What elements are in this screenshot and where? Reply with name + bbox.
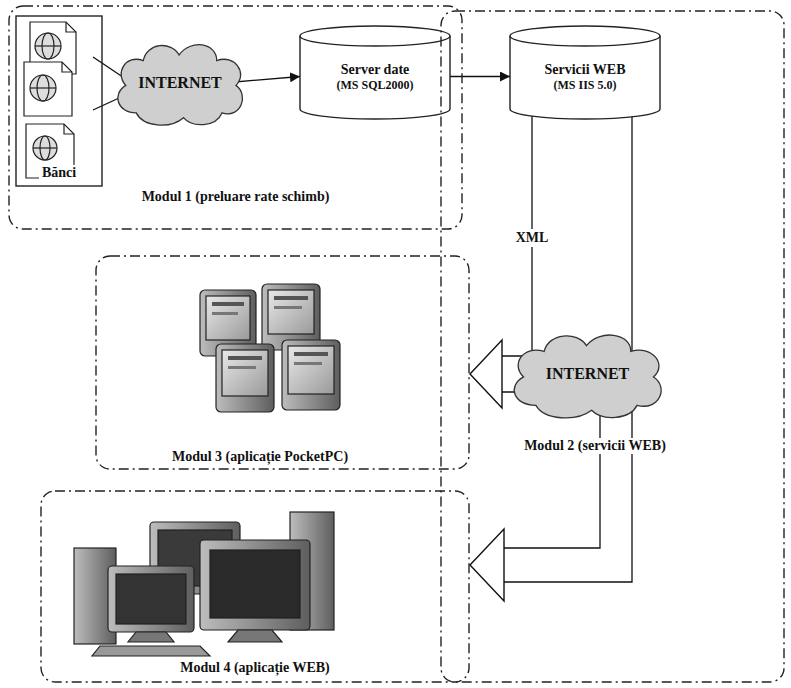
internet-cloud: INTERNET [505,325,670,423]
module-label: Modul 4 (aplicație WEB) [177,660,332,676]
hollow-arrow-head [470,340,502,408]
node-label: (MS IIS 5.0) [553,78,616,93]
connector [450,76,510,77]
frame-border [16,16,102,186]
cylinder-body [510,26,660,119]
pda-icon [282,340,340,410]
database-server: Server date(MS SQL2000) [300,25,450,120]
text-group: Servicii WEB(MS IIS 5.0) [510,45,660,110]
cylinder-rim [300,36,450,46]
web-page-icon [24,62,72,116]
cylinder-rim [510,36,660,46]
module-label: Bănci [39,165,79,181]
text-group: Modul 4 (aplicație WEB) [40,660,470,676]
cloud-shape [514,335,661,418]
dash-dot-border [41,491,469,682]
screen [116,574,186,624]
text-group: Bănci [19,165,99,181]
dash-dot-border [9,6,462,229]
stand [228,630,282,642]
text-group: Modul 1 (preluare rate schimb) [8,189,463,205]
text-group: Modul 3 (aplicație PocketPC) [95,449,425,465]
edge-label: XML [513,229,552,247]
dash-dot-border [96,256,469,469]
cloud-shape [118,45,243,125]
screen [210,550,300,618]
web-server: Servicii WEB(MS IIS 5.0) [510,25,660,120]
node-label: INTERNET [546,365,630,383]
monitor [108,566,194,632]
hollow-arrow-head [470,529,504,601]
module-region: Modul 4 (aplicație WEB) [40,490,470,683]
bank-pages [24,22,76,178]
computers [74,512,334,656]
text-group: Modul 2 (servicii WEB) [480,438,710,454]
node-label: Servicii WEB [544,62,625,78]
text-group: Server date(MS SQL2000) [300,45,450,110]
monitor [200,540,310,630]
connector-line [631,112,632,374]
module-label: Modul 3 (aplicație PocketPC) [169,449,351,465]
bank-group: Bănci [15,15,103,187]
stand [128,632,174,642]
module-region: Modul 2 (servicii WEB) Servicii WEB(MS II… [440,10,785,683]
connector-line [450,76,510,77]
module-region: Modul 1 (preluare rate schimb) Bănci INTER… [8,5,463,230]
module-label: Modul 1 (preluare rate schimb) [139,189,333,205]
keyboard [92,646,210,656]
region-outline [95,255,470,470]
node-label: (MS SQL2000) [336,78,413,93]
dash-dot-border [441,11,784,682]
pocketpc-devices [200,284,340,412]
cylinder-body [300,26,450,119]
internet-cloud: INTERNET [110,35,250,130]
module-label: Modul 2 (servicii WEB) [521,438,669,454]
text-group: INTERNET [505,325,670,423]
text-group: INTERNET [110,35,250,130]
node-label: Server date [341,62,410,78]
frame-outline [15,15,103,187]
region-outline [40,490,470,683]
module-region: Modul 3 (aplicație PocketPC) [95,255,470,470]
pda-icon [216,344,274,412]
node-label: INTERNET [138,74,222,92]
